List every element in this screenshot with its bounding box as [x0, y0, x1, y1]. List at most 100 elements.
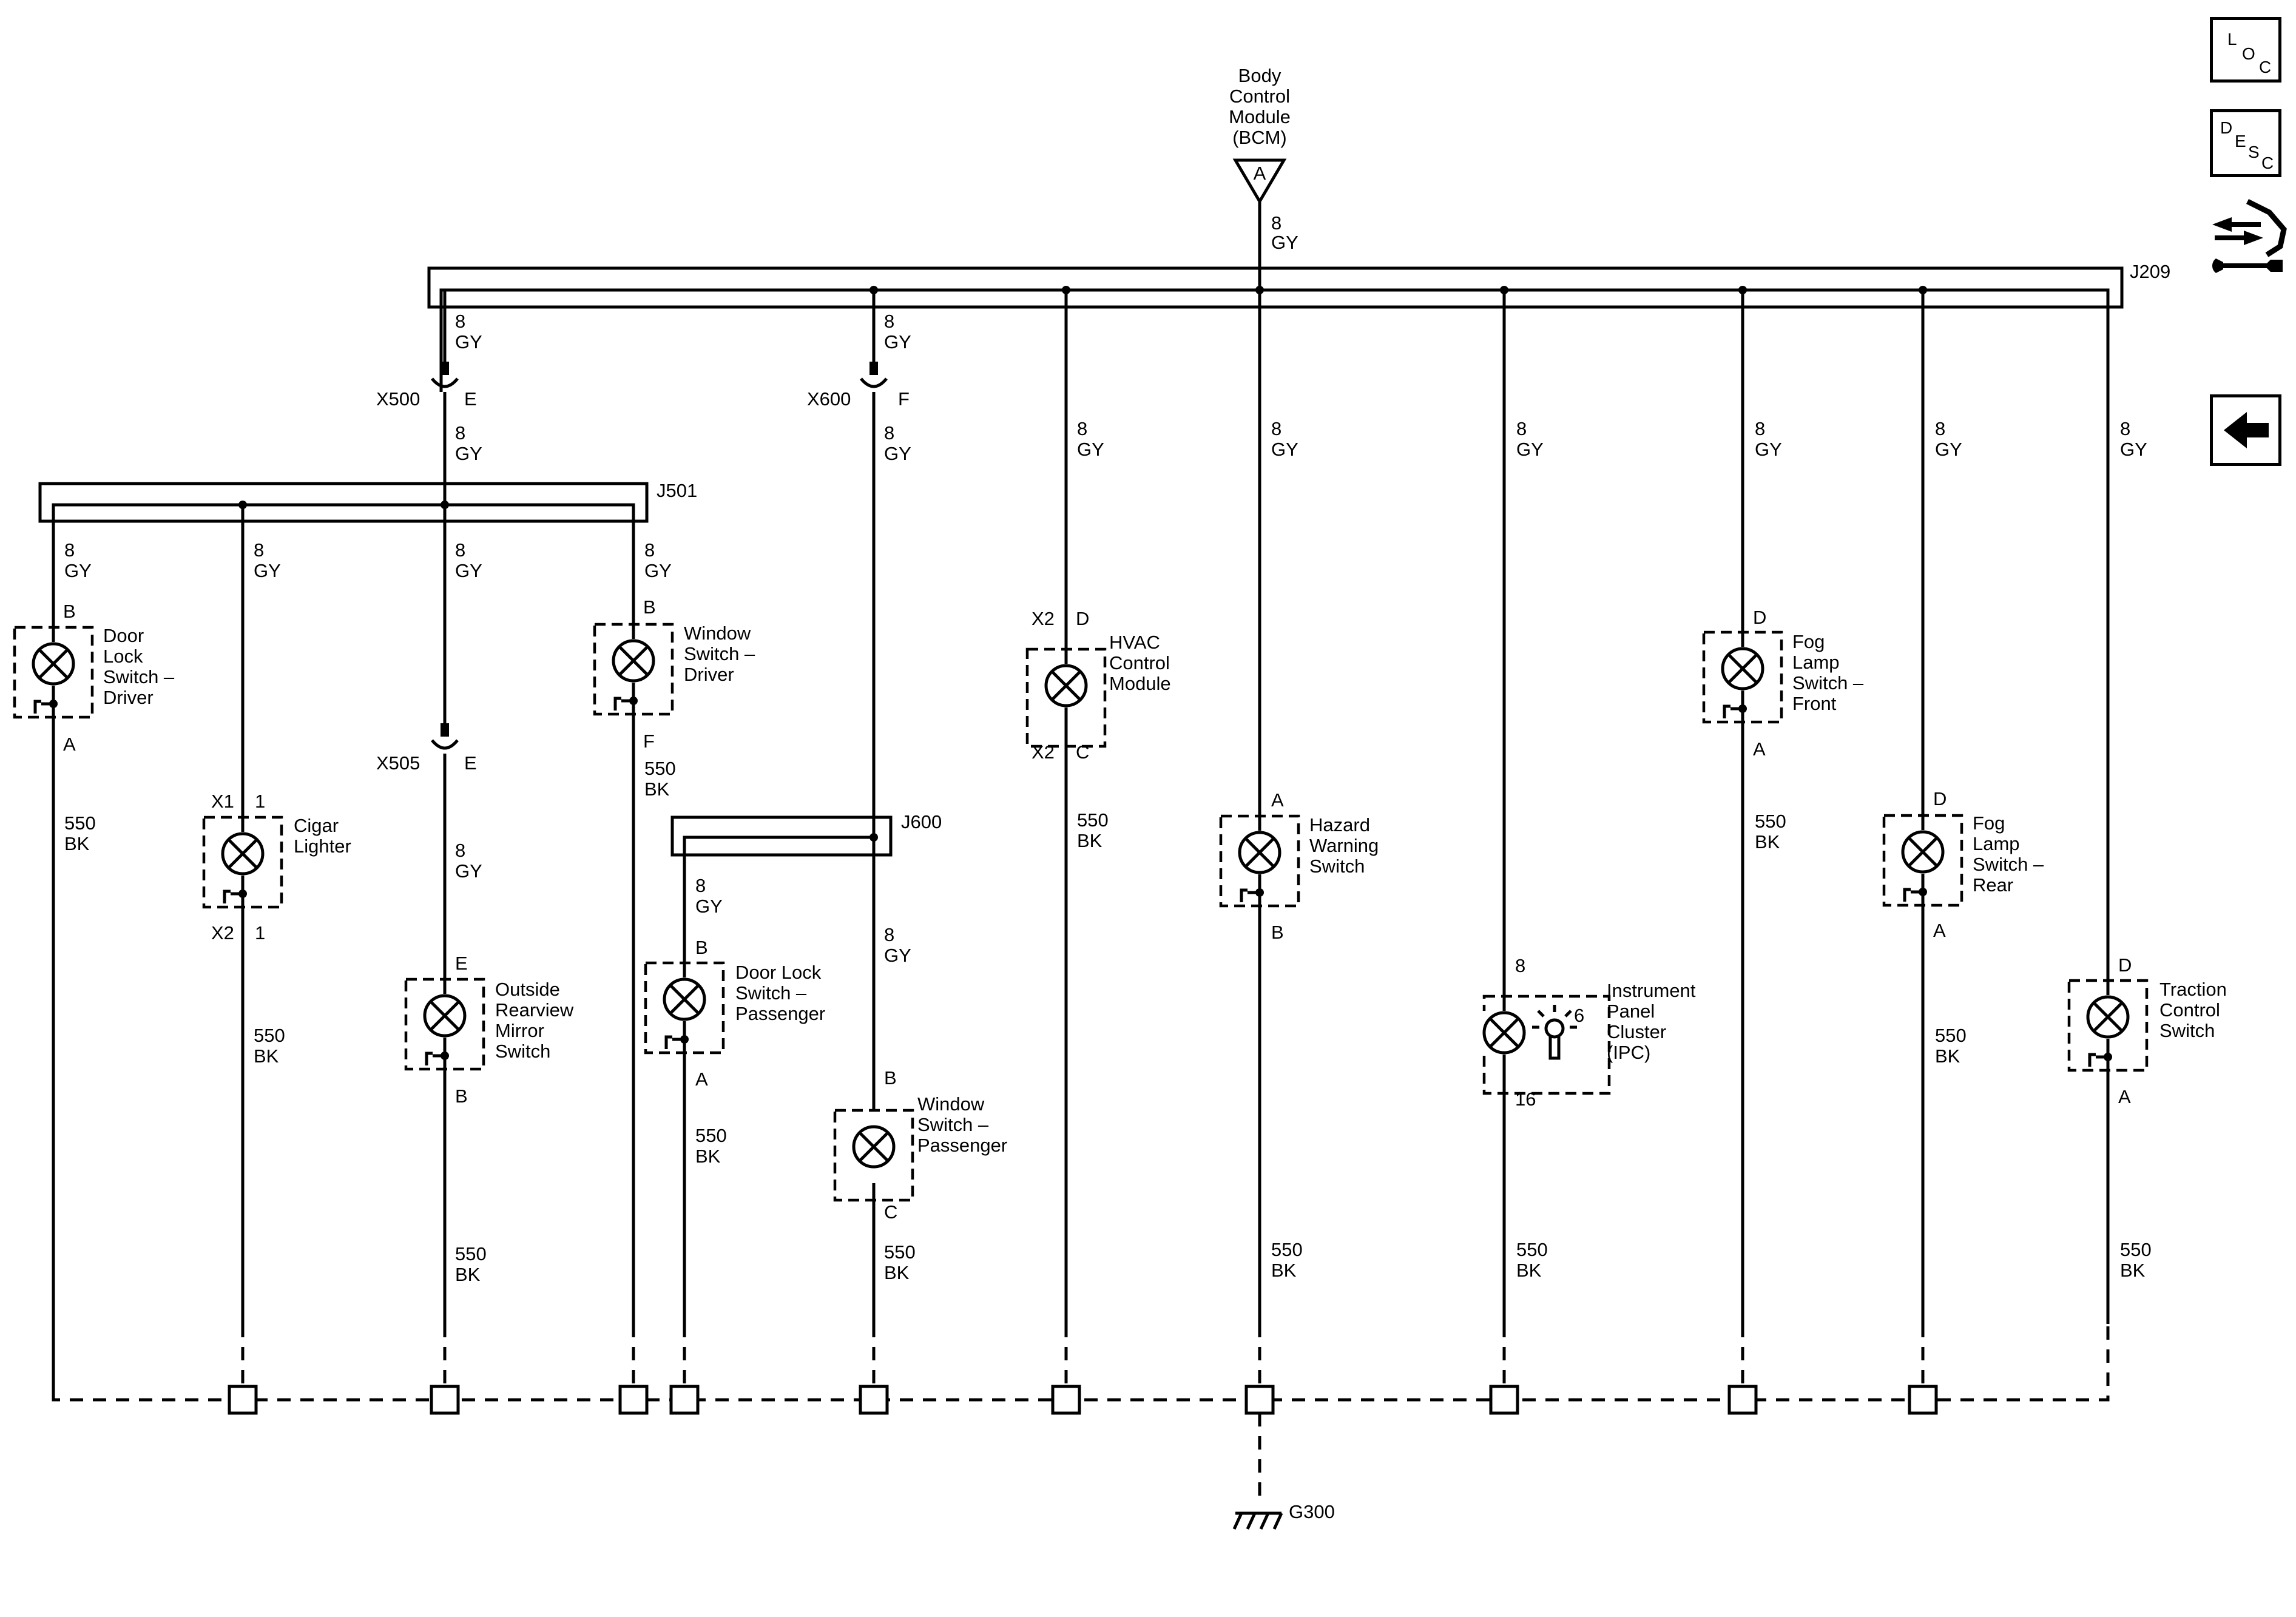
ipc-pin-lamp: 6: [1574, 1005, 1584, 1026]
traction-name: Control: [2159, 999, 2220, 1021]
dl-driver-ground-wire-size: 550: [64, 812, 96, 834]
win-driver-wire-size: 8: [644, 539, 655, 561]
hvac-pin-bottom: C: [1076, 741, 1089, 763]
fog-rear-name: Lamp: [1973, 833, 2020, 854]
fog-rear-wire-size: 8: [1935, 418, 1945, 439]
ground-symbol-hatch: [1246, 1512, 1257, 1530]
lamp-ray: [1537, 1010, 1545, 1018]
bulb-icon: [1238, 831, 1281, 874]
fog-front-name: Lamp: [1792, 652, 1840, 673]
bulb-icon: [32, 642, 75, 686]
switch-symbol: [613, 697, 621, 711]
ground-symbol-hatch: [1232, 1512, 1243, 1530]
component-box: [1702, 630, 1783, 724]
ipc-wire-size: 8: [1516, 418, 1527, 439]
bcm-wire-size: 8: [1271, 212, 1281, 234]
j209-label: J209: [2130, 261, 2170, 282]
bcm-title: Module: [1229, 106, 1291, 127]
x505-pin-label: E: [464, 752, 477, 774]
splice-dot: [1255, 286, 1264, 294]
win-pass-name: Window: [917, 1093, 985, 1115]
ipc-name: (IPC): [1607, 1042, 1650, 1063]
bulb-cross: [859, 1132, 889, 1162]
bulb-cross: [618, 646, 649, 676]
switch-symbol: [425, 1052, 433, 1065]
splice-dot: [238, 501, 247, 509]
dl-driver-name: Lock: [103, 646, 143, 667]
dl-pass-wire-color: GY: [695, 896, 723, 917]
hazard-name: Warning: [1309, 835, 1379, 856]
hazard-pin-top: A: [1271, 789, 1284, 811]
bulb-icon: [852, 1125, 896, 1169]
dl-driver-ground-wire-color: BK: [64, 833, 90, 854]
bcm-connector-symbol: [1232, 158, 1287, 204]
dl-driver-pin-bottom: A: [63, 734, 76, 755]
splice-dot: [1738, 286, 1747, 294]
ground-terminal: [1244, 1385, 1275, 1415]
hvac-wire-size: 8: [1077, 418, 1087, 439]
fog-front-ground-wire-size: 550: [1755, 811, 1786, 832]
back-button[interactable]: [2210, 394, 2281, 466]
fog-rear-wire-color: GY: [1935, 439, 1962, 460]
traction-ground-wire-size: 550: [2120, 1239, 2152, 1260]
bulb-cross: [1489, 1018, 1519, 1048]
j209-splice-pack: [427, 266, 2124, 309]
mirror-pin-bottom: B: [455, 1085, 468, 1107]
x600-label: X600: [807, 388, 851, 410]
ipc-wire-color: GY: [1516, 439, 1544, 460]
win-driver-wire-color: GY: [644, 560, 672, 581]
bulb-icon: [663, 977, 706, 1021]
hvac-conn-bottom: X2: [1032, 741, 1055, 763]
location-button[interactable]: L O C: [2210, 17, 2281, 83]
hvac-ground-wire-color: BK: [1077, 830, 1102, 851]
cigar-name: Lighter: [294, 836, 351, 857]
x500-label: X500: [376, 388, 420, 410]
connector-tools-button[interactable]: [2209, 194, 2288, 285]
wrench-arrows-icon: [2212, 198, 2287, 273]
win-driver-pin-top: B: [643, 596, 656, 618]
bulb-cross: [1908, 837, 1938, 867]
j600-label: J600: [901, 811, 942, 832]
component-box: [1219, 814, 1300, 908]
dl-pass-pin-bottom: A: [695, 1068, 708, 1090]
win-driver-name: Driver: [684, 664, 734, 685]
win-driver-ground-wire-size: 550: [644, 758, 676, 779]
switch-pivot: [1738, 704, 1747, 713]
ground-terminal: [1489, 1385, 1519, 1415]
ipc-name: Instrument: [1607, 980, 1696, 1001]
component-box: [1882, 814, 1963, 907]
x600-upper-wire-size: 8: [884, 311, 894, 332]
component-box: [1025, 647, 1107, 748]
switch-symbol: [1903, 888, 1911, 902]
traction-name: Switch: [2159, 1020, 2215, 1041]
fog-front-ground-wire-color: BK: [1755, 831, 1780, 852]
lamp-icon: [1544, 1018, 1565, 1039]
fog-rear-name: Fog: [1973, 812, 2005, 834]
ipc-ground-wire-color: BK: [1516, 1260, 1542, 1281]
cigar-wire-size: 8: [254, 539, 264, 561]
description-button[interactable]: D E S C: [2210, 109, 2281, 177]
switch-symbol: [33, 700, 41, 714]
mirror-ground-wire-size: 550: [455, 1243, 487, 1264]
desc-letter-c: C: [2261, 154, 2274, 172]
bulb-icon: [221, 832, 265, 876]
hazard-name: Switch: [1309, 856, 1365, 877]
ground-symbol-hatch: [1272, 1512, 1283, 1530]
mirror-name: Switch: [495, 1041, 550, 1062]
cigar-ground-wire-size: 550: [254, 1025, 285, 1046]
bulb-icon: [1901, 830, 1945, 874]
bulb-cross: [1051, 670, 1081, 701]
splice-dot: [869, 833, 878, 842]
switch-symbol: [1240, 888, 1248, 902]
x600-pin-label: F: [898, 388, 910, 410]
fog-rear-pin-bottom: A: [1933, 920, 1946, 941]
component-box: [404, 977, 485, 1071]
splice-dot: [869, 286, 878, 294]
win-driver-name: Window: [684, 623, 751, 644]
fog-front-name: Front: [1792, 693, 1837, 714]
hazard-wire-size: 8: [1271, 418, 1281, 439]
x500-upper-wire-size: 8: [455, 311, 465, 332]
dl-driver-name: Door: [103, 625, 144, 646]
hazard-name: Hazard: [1309, 814, 1370, 836]
